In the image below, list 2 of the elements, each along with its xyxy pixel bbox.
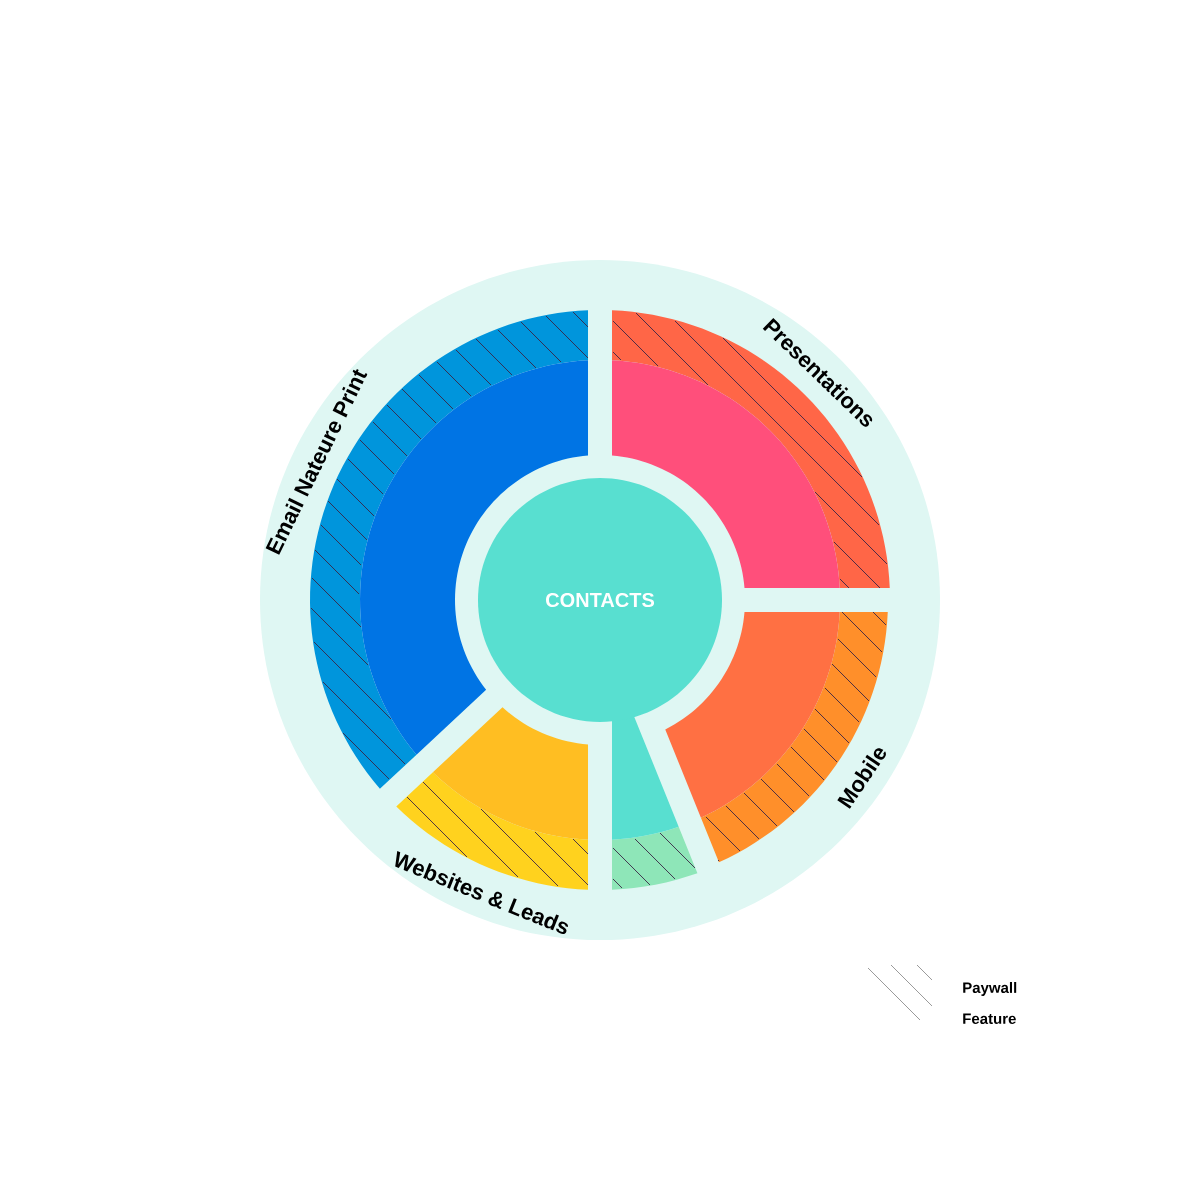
segment bbox=[612, 716, 698, 890]
legend-label: Paywall Feature bbox=[963, 982, 1017, 1024]
